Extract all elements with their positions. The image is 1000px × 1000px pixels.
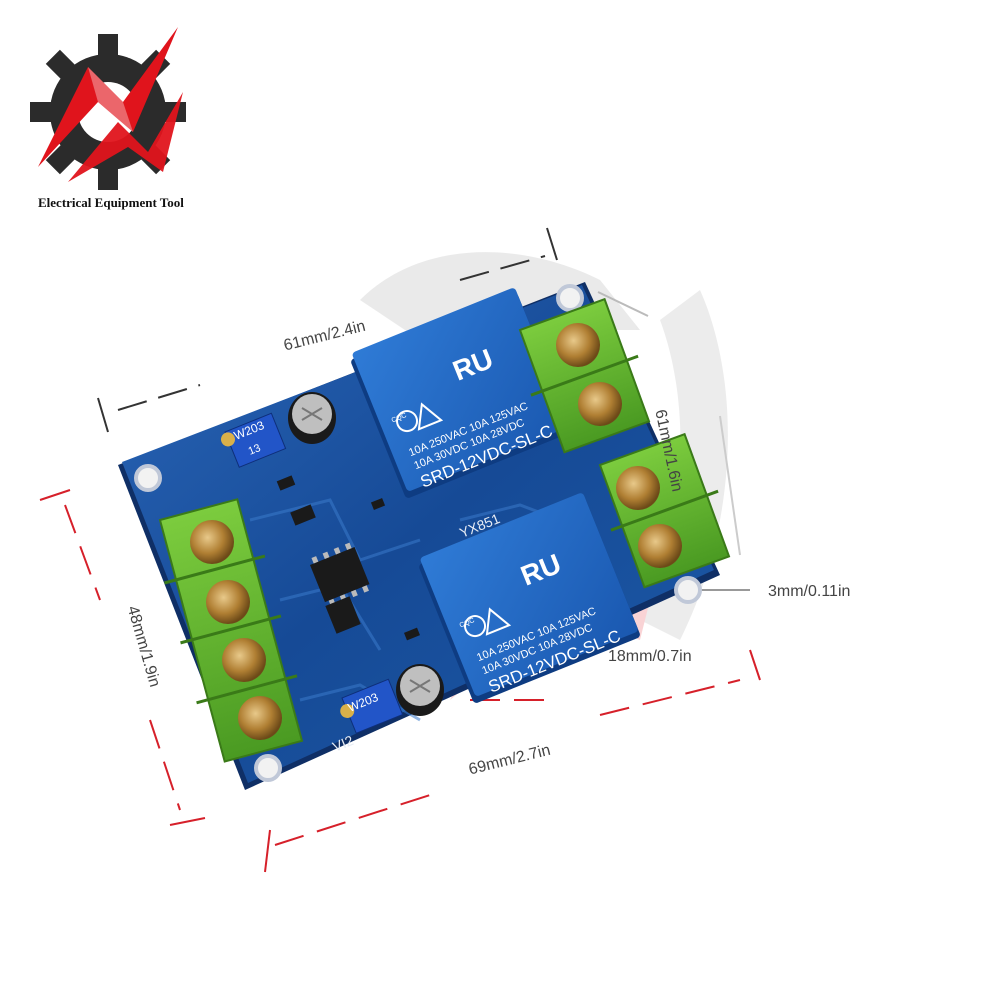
terminal-block-left: [158, 498, 304, 763]
ic-chip: [310, 542, 370, 607]
dim-hole-diameter: 3mm/0.11in: [768, 583, 851, 600]
mounting-hole: [134, 284, 702, 782]
terminal-block-right-top: [518, 297, 651, 454]
capacitor: [288, 392, 444, 716]
dim-relay-gap: 18mm/0.7in: [608, 648, 692, 665]
red-dimension-lines: [39, 489, 761, 873]
screw-terminal: [190, 520, 282, 740]
relay-top: R U: [351, 288, 572, 498]
silk-vi2-label: VI2: [330, 732, 356, 755]
relay-bottom: R U: [419, 493, 640, 703]
terminal-block-right-bottom: [598, 432, 731, 589]
dimension-lines: [97, 227, 750, 591]
gear-bolt-logo-icon: [30, 27, 186, 190]
pot-top-code: 13: [247, 442, 263, 458]
brand-name: Electrical Equipment Tool: [38, 195, 184, 210]
potentiometer-bottom: [340, 678, 404, 734]
smd-components: [276, 475, 420, 641]
potentiometer-top: [220, 412, 287, 468]
